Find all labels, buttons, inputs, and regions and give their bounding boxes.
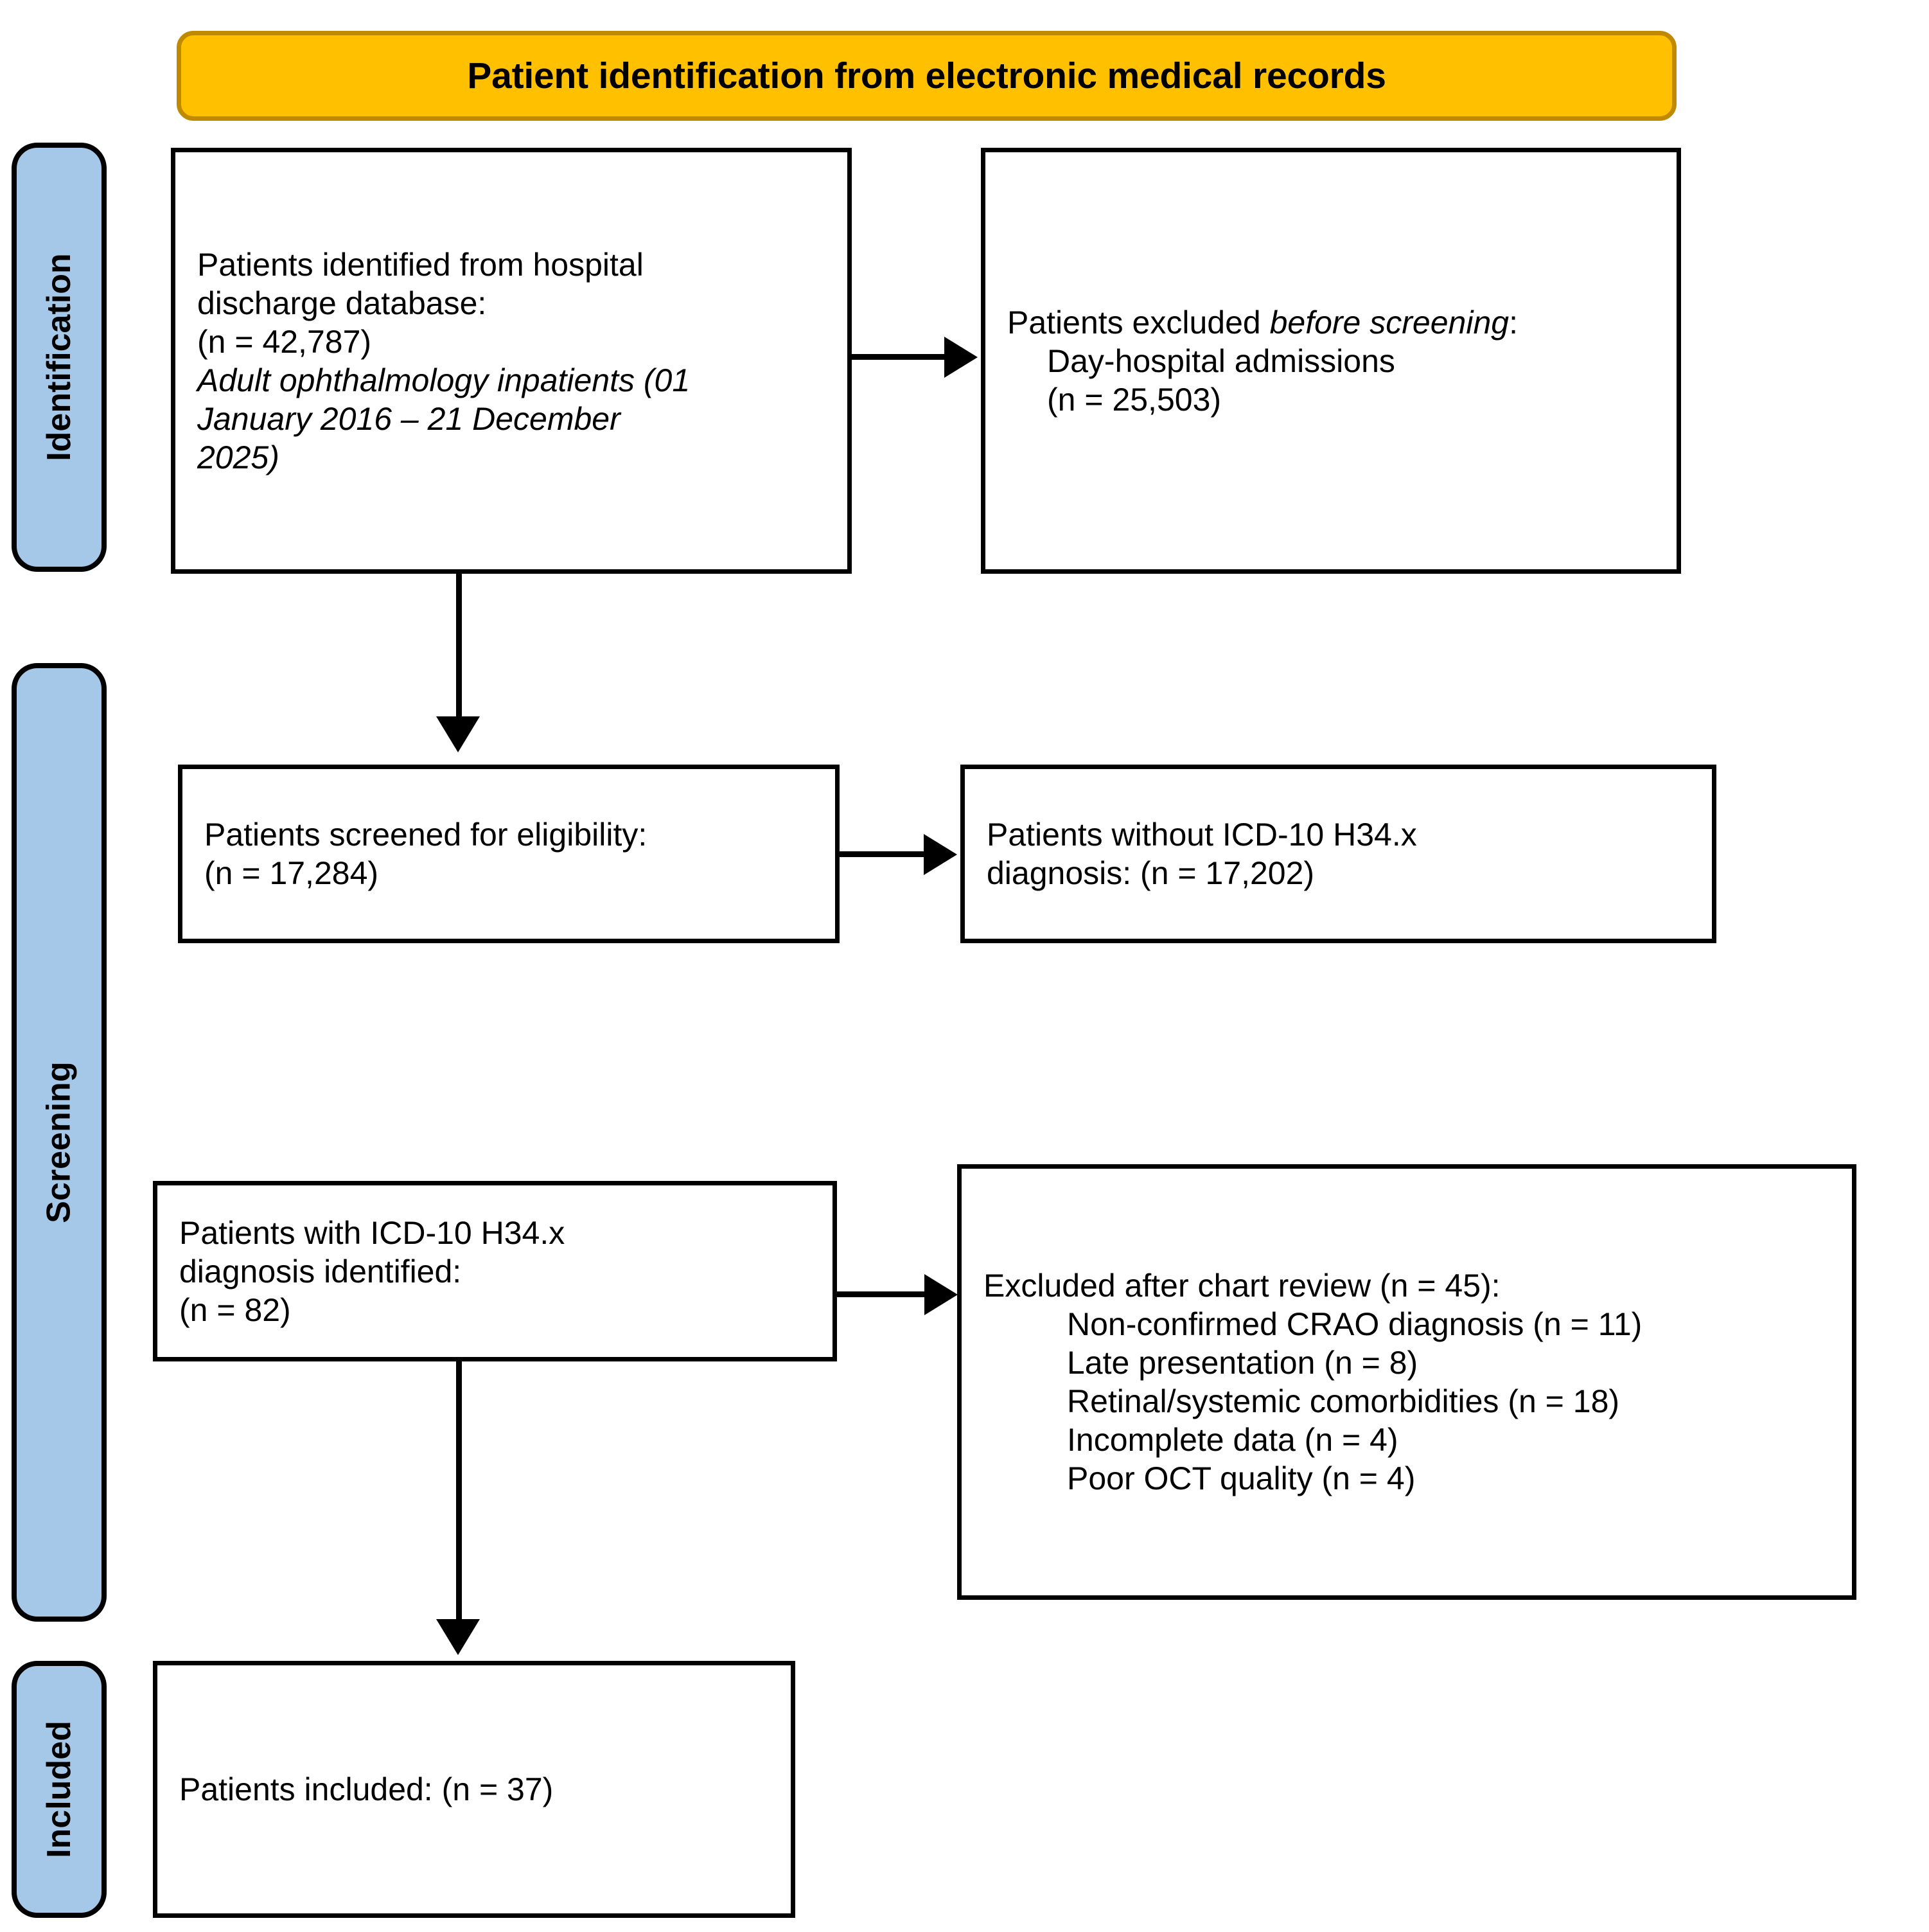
text-line: diagnosis identified: (179, 1253, 462, 1289)
text-segment: : (1509, 304, 1518, 341)
text-line: Patients screened for eligibility: (204, 817, 647, 853)
text-line: Excluded after chart review (n = 45): (983, 1268, 1501, 1304)
text-line: (n = 17,284) (204, 855, 379, 891)
box-patients-identified-lines: Patients identified from hospital discha… (175, 245, 847, 477)
text-line: (n = 25,503) (1047, 381, 1222, 418)
text-segment: Patients excluded (1007, 304, 1270, 341)
header-banner: Patient identification from electronic m… (177, 31, 1677, 121)
box-patients-included: Patients included: (n = 37) (153, 1661, 795, 1918)
text-line: Patients without ICD-10 H34.x (987, 817, 1417, 853)
box-excluded-before-screening-lines: Patients excluded before screening: Day-… (985, 303, 1677, 419)
box-patients-with-icd10-lines: Patients with ICD-10 H34.x diagnosis ide… (157, 1214, 832, 1329)
box-patients-identified: Patients identified from hospital discha… (171, 148, 852, 574)
text-line: (n = 82) (179, 1291, 291, 1328)
text-line: Patients excluded before screening: (1007, 303, 1655, 342)
arrow-down-icon (436, 716, 480, 752)
connector-screened-to-without-icd-line (840, 851, 926, 857)
text-line: Adult ophthalmology inpatients (01 (197, 362, 691, 398)
stage-label-included: Included (12, 1661, 107, 1918)
arrow-down-icon (436, 1619, 480, 1655)
text-line: Non-confirmed CRAO diagnosis (n = 11) (1067, 1306, 1643, 1342)
text-line: Retinal/systemic comorbidities (n = 18) (1067, 1383, 1620, 1419)
connector-identified-to-screened-line (456, 574, 462, 719)
text-line: Patients identified from hospital (197, 246, 644, 283)
text-line: Patients with ICD-10 H34.x (179, 1214, 565, 1251)
text-line: discharge database: (197, 285, 487, 321)
stage-label-identification-text: Identification (40, 253, 78, 461)
text-line: diagnosis: (n = 17,202) (987, 855, 1315, 891)
box-patients-included-lines: Patients included: (n = 37) (157, 1770, 791, 1809)
box-excluded-after-chart-review-lines: Excluded after chart review (n = 45): No… (962, 1266, 1852, 1498)
text-line: Day-hospital admissions (1047, 342, 1395, 379)
text-line: Poor OCT quality (n = 4) (1067, 1460, 1416, 1496)
text-line: 2025) (197, 439, 279, 475)
arrow-right-icon (944, 337, 978, 378)
text-line: (n = 42,787) (197, 323, 372, 360)
arrow-right-icon (924, 1274, 958, 1315)
text-line: Patients included: (n = 37) (179, 1771, 554, 1807)
box-patients-without-icd10-lines: Patients without ICD-10 H34.x diagnosis:… (965, 815, 1712, 892)
box-patients-with-icd10: Patients with ICD-10 H34.x diagnosis ide… (153, 1181, 837, 1361)
header-title: Patient identification from electronic m… (467, 55, 1386, 96)
stage-label-included-text: Included (40, 1721, 78, 1858)
box-excluded-after-chart-review: Excluded after chart review (n = 45): No… (957, 1164, 1856, 1600)
stage-label-screening: Screening (12, 663, 107, 1622)
text-line: January 2016 – 21 December (197, 400, 621, 437)
box-patients-screened: Patients screened for eligibility: (n = … (178, 765, 840, 943)
stage-label-screening-text: Screening (40, 1061, 78, 1223)
box-patients-screened-lines: Patients screened for eligibility: (n = … (182, 815, 835, 892)
connector-identified-to-excluded-line (852, 354, 948, 360)
text-segment-italic: before screening (1269, 304, 1510, 341)
box-patients-without-icd10: Patients without ICD-10 H34.x diagnosis:… (960, 765, 1716, 943)
connector-with-icd-to-chart-review-line (837, 1291, 927, 1297)
box-excluded-before-screening: Patients excluded before screening: Day-… (981, 148, 1681, 574)
connector-with-icd-to-included-line (456, 1361, 462, 1622)
text-line: Late presentation (n = 8) (1067, 1345, 1418, 1381)
text-line: Incomplete data (n = 4) (1067, 1422, 1398, 1458)
stage-label-identification: Identification (12, 143, 107, 572)
arrow-right-icon (924, 834, 957, 875)
